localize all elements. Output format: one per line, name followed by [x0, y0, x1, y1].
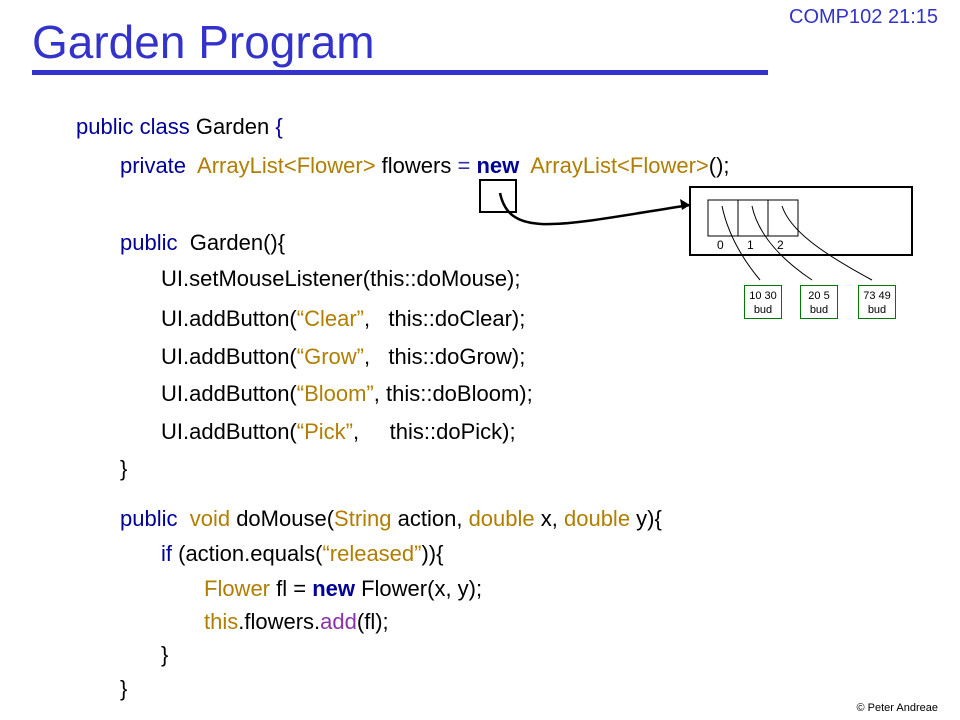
cell-pointer-1 — [751, 205, 813, 281]
flower-state: bud — [809, 304, 829, 316]
reference-arrow — [498, 192, 691, 226]
array-cell-0 — [707, 199, 739, 237]
cell-pointer-0 — [721, 205, 761, 281]
code-text: (action.equals( — [178, 541, 323, 566]
code-text: , this::doClear); — [363, 306, 526, 331]
array-index-0: 0 — [717, 238, 724, 252]
code-text: , this::doBloom); — [373, 381, 533, 406]
copyright-notice: © Peter Andreae — [856, 702, 939, 714]
code-method: add — [320, 609, 357, 634]
code-text: doMouse( — [236, 506, 335, 531]
code-text: (); — [708, 153, 730, 178]
code-keyword: new — [312, 576, 362, 601]
code-text: , this::doPick); — [352, 419, 516, 444]
array-index-1: 1 — [747, 238, 754, 252]
code-text: fl = — [270, 576, 313, 601]
code-string: “Clear” — [296, 306, 364, 331]
code-text: action, — [391, 506, 469, 531]
code-type: double — [563, 506, 631, 531]
code-line-class-decl: public class Garden { — [76, 113, 283, 141]
code-keyword: private — [120, 153, 193, 178]
flower-object-2: 73 49 bud — [858, 285, 896, 319]
flower-object-1: 20 5 bud — [800, 285, 838, 319]
code-line-close-method: } — [120, 676, 128, 701]
code-text: (fl); — [356, 609, 389, 634]
code-line-if: if (action.equals(“released”)){ — [161, 540, 443, 568]
flower-coords: 20 5 — [808, 290, 830, 302]
flower-coords: 10 30 — [749, 290, 777, 302]
code-operator: = — [457, 153, 477, 178]
code-line-mouse-listener: UI.setMouseListener(this::doMouse); — [161, 266, 521, 291]
code-string: “released” — [322, 541, 422, 566]
code-text: Garden — [189, 114, 276, 139]
code-line-button-grow: UI.addButton(“Grow”, this::doGrow); — [161, 343, 525, 371]
flower-coords: 73 49 — [863, 290, 891, 302]
code-line-close-if: } — [161, 642, 169, 667]
flower-state: bud — [867, 304, 887, 316]
code-text: Garden(){ — [183, 230, 286, 255]
code-text: UI.addButton( — [161, 381, 297, 406]
code-string: “Grow” — [296, 344, 364, 369]
code-keyword: new — [476, 153, 526, 178]
code-type: ArrayList<Flower> — [192, 153, 376, 178]
course-label: COMP102 21:15 — [789, 6, 938, 28]
code-type: ArrayList<Flower> — [525, 153, 709, 178]
code-text: Flower(x, y); — [361, 576, 483, 601]
flowers-variable-box — [479, 179, 517, 213]
code-text: )){ — [421, 541, 444, 566]
cell-pointer-2 — [781, 205, 873, 281]
code-text: y){ — [630, 506, 662, 531]
array-index-2: 2 — [777, 238, 784, 252]
code-text: flowers — [375, 153, 458, 178]
code-line-add-flower: this.flowers.add(fl); — [204, 608, 389, 636]
code-line-new-flower: Flower fl = new Flower(x, y); — [204, 575, 482, 603]
flower-object-0: 10 30 bud — [744, 285, 782, 319]
code-text: .flowers. — [238, 609, 321, 634]
code-type: String — [334, 506, 392, 531]
code-string: “Bloom” — [296, 381, 374, 406]
code-line-button-pick: UI.addButton(“Pick”, this::doPick); — [161, 418, 516, 446]
code-brace: { — [275, 114, 283, 139]
array-cell-1 — [737, 199, 769, 237]
code-keyword: public — [120, 230, 184, 255]
code-text: UI.addButton( — [161, 306, 297, 331]
code-text: UI.addButton( — [161, 419, 297, 444]
code-type: void — [183, 506, 237, 531]
code-line-button-bloom: UI.addButton(“Bloom”, this::doBloom); — [161, 380, 533, 408]
title-underline — [32, 70, 768, 75]
code-text: x, — [534, 506, 564, 531]
arrow-head — [680, 199, 690, 210]
code-line-field-decl: private ArrayList<Flower> flowers = new … — [120, 152, 730, 180]
code-keyword: public class — [76, 114, 190, 139]
code-keyword: if — [161, 541, 179, 566]
code-text: UI.addButton( — [161, 344, 297, 369]
code-line-button-clear: UI.addButton(“Clear”, this::doClear); — [161, 305, 525, 333]
code-keyword: this — [204, 609, 239, 634]
code-line-domouse-decl: public void doMouse(String action, doubl… — [120, 505, 662, 533]
code-keyword: public — [120, 506, 184, 531]
code-line-close-brace: } — [120, 456, 128, 481]
code-type: Flower — [204, 576, 271, 601]
code-line-constructor: public Garden(){ — [120, 229, 285, 257]
flower-state: bud — [753, 304, 773, 316]
code-type: double — [468, 506, 535, 531]
slide-title: Garden Program — [32, 16, 375, 68]
code-string: “Pick” — [296, 419, 353, 444]
array-cell-2 — [767, 199, 799, 237]
code-text: , this::doGrow); — [363, 344, 526, 369]
